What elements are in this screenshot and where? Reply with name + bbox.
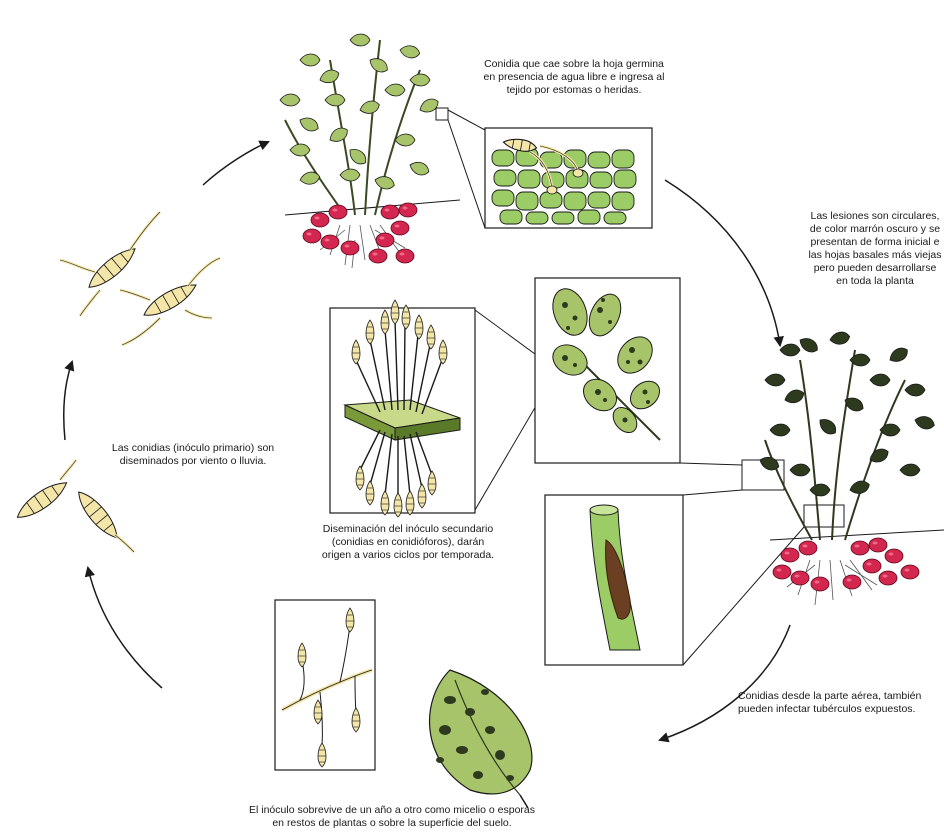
leaf-tissue-germination-inset (485, 128, 652, 228)
cycle-arrow-to-diseased-plant (665, 180, 780, 345)
wind-dispersed-conidia (13, 460, 134, 552)
caption-secondary-inoculum: Diseminación del inóculo secundario (con… (298, 523, 518, 562)
infected-leaf-inset (535, 278, 680, 463)
mycelium-survival-inset (275, 600, 375, 770)
cycle-arrow-top-plant (203, 142, 268, 185)
diseased-potato-plant (758, 331, 944, 605)
stem-zoom-marker-2 (804, 505, 844, 527)
caption-primary-inoculum: Las conidias (inóculo primario) son dise… (88, 442, 298, 468)
top-leaf-zoom-marker (436, 108, 448, 120)
stem-lesion-inset (545, 495, 683, 665)
caption-survival: El inóculo sobrevive de un año a otro co… (222, 804, 562, 830)
caption-lesions: Las lesiones son circulares, de color ma… (790, 210, 944, 288)
primary-inoculum-conidia (60, 212, 220, 345)
healthy-potato-plant (280, 34, 460, 268)
cycle-arrow-left-up (64, 362, 72, 440)
infected-leaf-debris (430, 670, 532, 808)
caption-tuber-infection: Conidias desde la parte aérea, también p… (738, 690, 944, 716)
caption-germination: Conidia que cae sobre la hoja germina en… (454, 58, 694, 97)
cycle-arrow-bottom-left (88, 568, 162, 688)
conidiophores-inset (330, 300, 475, 517)
